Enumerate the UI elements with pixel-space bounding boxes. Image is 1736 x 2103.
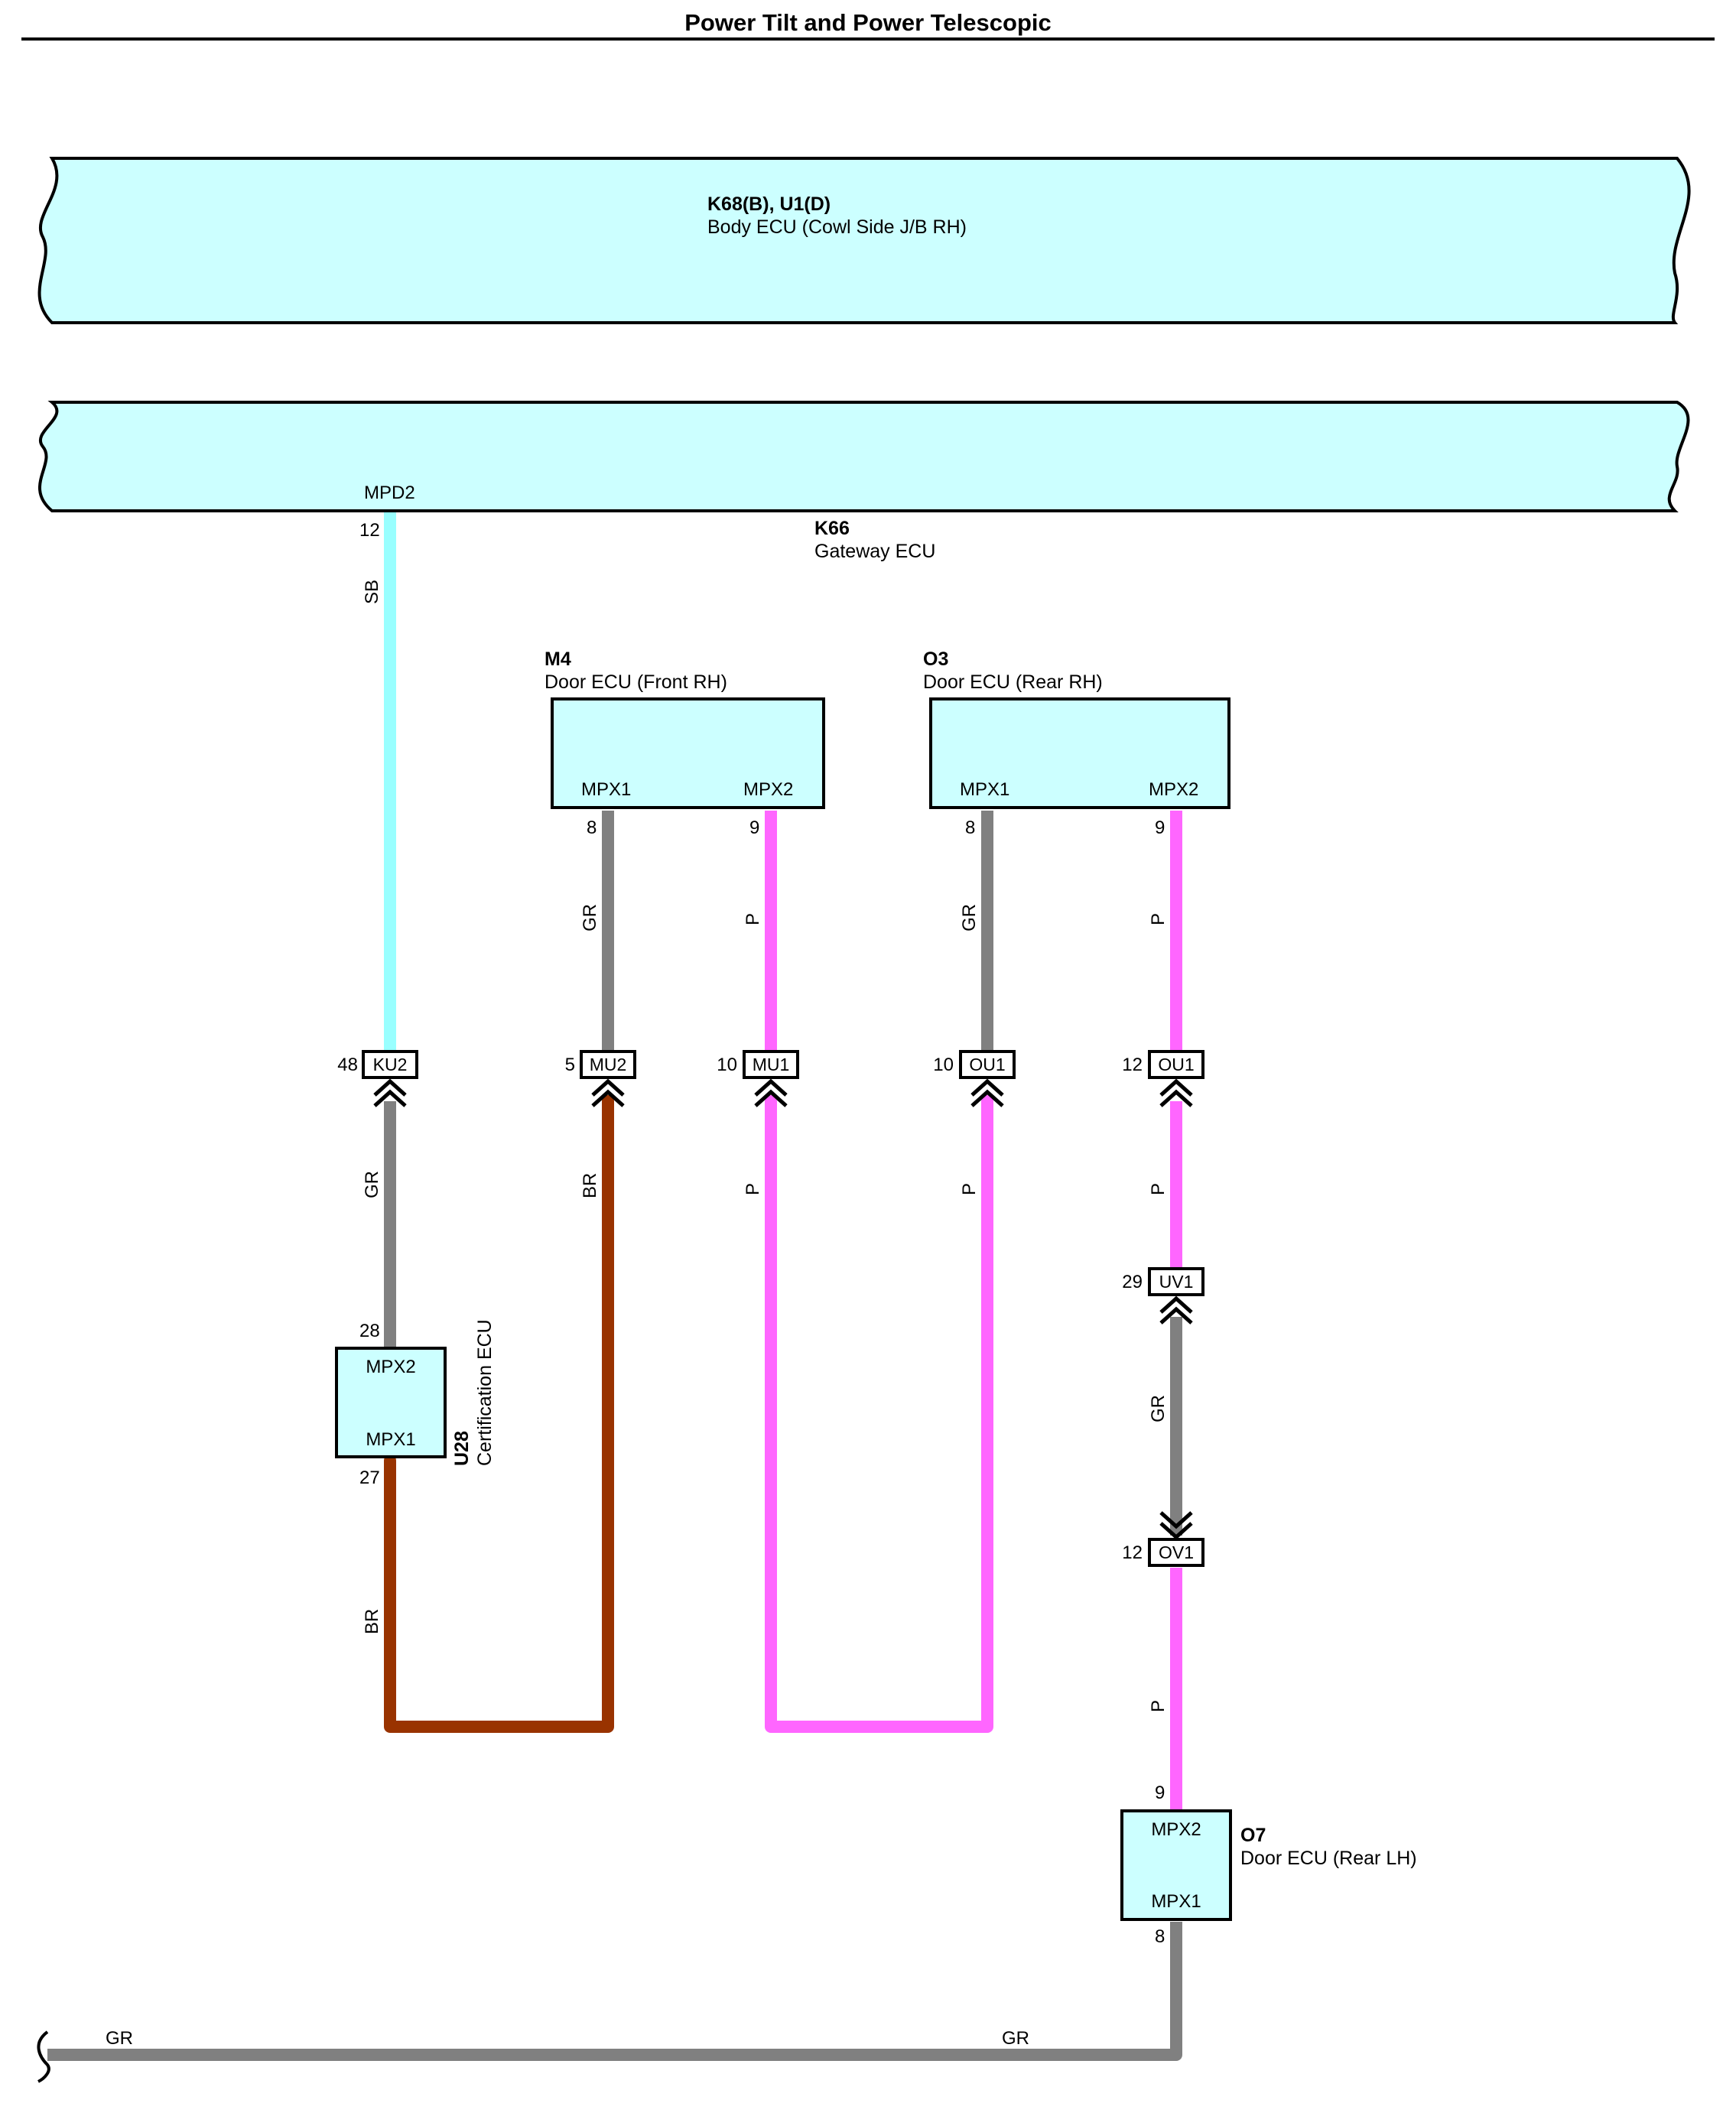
rear-lh-box [1120,1809,1232,1921]
front-rh-box [551,697,825,809]
rear-rh-terminal2: MPX2 [1149,779,1198,800]
rear-rh-name: Door ECU (Rear RH) [923,671,1103,693]
wire-mu1-ou1-p [765,1095,993,1733]
gateway-terminal: MPD2 [364,483,415,503]
front-rh-pin1: 8 [587,817,597,838]
connector-ou1a-id: OU1 [969,1055,1005,1074]
cert-pin-bottom: 27 [359,1468,380,1488]
connector-ku2-pin: 48 [337,1055,358,1075]
rear-lh-code: O7 [1240,1825,1266,1846]
connector-ou1-b: 12 OU1 [1122,1050,1204,1107]
front-rh-terminal1: MPX1 [581,779,631,800]
connector-ou1b-id: OU1 [1158,1055,1194,1074]
wire-label-cert-lower: BR [362,1609,382,1634]
wire-label-cert-upper: GR [362,1171,382,1198]
wire-label-rear-mpx2: P [1148,913,1169,925]
front-rh-terminal2: MPX2 [743,779,793,800]
connector-mu2-pin: 5 [565,1055,575,1075]
wire-label-rear-mpx1-lower: P [959,1183,980,1195]
front-rh-pin2: 9 [749,817,759,838]
body-ecu-bar [37,157,1691,324]
connector-uv1-pin: 29 [1122,1272,1143,1292]
connector-ov1: 12 OV1 [1122,1511,1204,1567]
wire-break-mark [37,2030,50,2083]
gateway-ecu-bar [38,401,1690,512]
rear-rh-pin1: 8 [965,817,975,838]
connector-ov1-pin: 12 [1122,1542,1143,1563]
cert-ecu-box [335,1347,447,1458]
cert-ecu-code: U28 [451,1431,473,1466]
cert-terminal-top: MPX2 [366,1357,415,1377]
gateway-pin: 12 [359,520,380,541]
gateway-ecu-code: K66 [814,518,850,539]
wire-label-sb: SB [362,580,382,604]
wire-label-ov1-lh: P [1148,1700,1169,1712]
connector-ku2: 48 KU2 [337,1050,418,1107]
connector-ou1a-pin: 10 [933,1055,954,1075]
wire-label-rear-mpx1: GR [959,904,980,931]
rear-rh-code: O3 [923,648,948,670]
rear-rh-terminal1: MPX1 [960,779,1009,800]
connector-uv1: 29 UV1 [1122,1267,1204,1325]
connector-mu2-id: MU2 [590,1055,627,1074]
connector-ov1-id: OV1 [1159,1542,1194,1562]
body-ecu-code: K68(B), U1(D) [707,193,831,215]
wire-label-front-mpx2-lower: P [743,1183,763,1195]
wire-cert-mu2-br [384,1095,614,1733]
connector-mu1-id: MU1 [753,1055,790,1074]
cert-pin-top: 28 [359,1321,380,1341]
wire-label-rear-mpx2-mid: P [1148,1183,1169,1195]
front-rh-code: M4 [545,648,571,670]
wire-label-front-mpx2: P [743,913,763,925]
wire-label-bottom-left: GR [106,2028,133,2049]
connector-ou1b-pin: 12 [1122,1055,1143,1075]
cert-terminal-bottom: MPX1 [366,1429,415,1450]
rear-rh-box [929,697,1230,809]
connector-ku2-id: KU2 [373,1055,408,1074]
wire-label-bottom-right: GR [1002,2028,1029,2049]
body-ecu-name: Body ECU (Cowl Side J/B RH) [707,216,967,238]
wires [47,512,1182,2061]
wire-label-uv1-ov1: GR [1148,1395,1169,1422]
connector-mu1-pin: 10 [717,1055,737,1075]
rear-lh-name: Door ECU (Rear LH) [1240,1848,1417,1869]
rear-lh-pin-top: 9 [1155,1783,1165,1803]
rear-lh-terminal-top: MPX2 [1151,1819,1201,1840]
wire-label-front-mpx1-lower: BR [580,1173,600,1198]
front-rh-name: Door ECU (Front RH) [545,671,727,693]
connector-ou1-a: 10 OU1 [933,1050,1016,1107]
wire-lh-bottom-gr [47,1922,1182,2061]
gateway-ecu-name: Gateway ECU [814,541,935,562]
cert-ecu-name: Certification ECU [474,1319,496,1466]
connector-mu1: 10 MU1 [717,1050,799,1107]
diagram-title: Power Tilt and Power Telescopic [684,9,1052,36]
connector-uv1-id: UV1 [1159,1272,1194,1292]
wire-label-front-mpx1: GR [580,904,600,931]
rear-lh-pin-bottom: 8 [1155,1926,1165,1947]
rear-rh-pin2: 9 [1155,817,1165,838]
connector-mu2: 5 MU2 [565,1050,636,1107]
rear-lh-terminal-bottom: MPX1 [1151,1891,1201,1912]
